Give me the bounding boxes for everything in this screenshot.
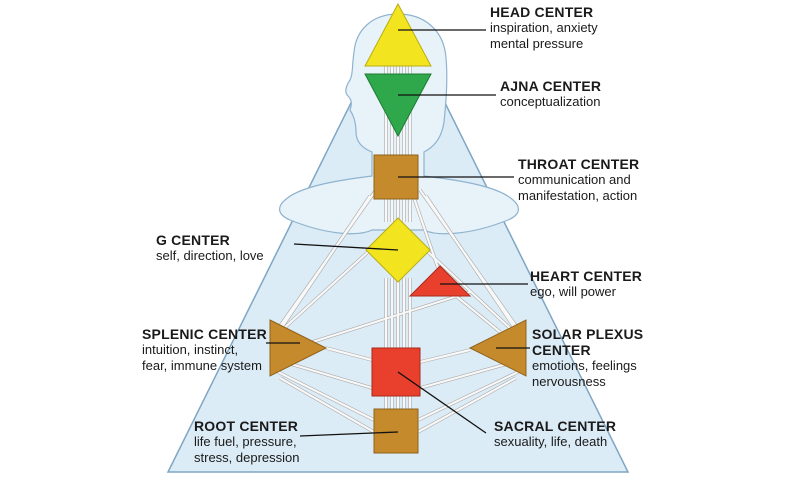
g-center-desc-line: self, direction, love bbox=[156, 248, 264, 263]
ajna-center-label: AJNA CENTER conceptualization bbox=[500, 78, 601, 110]
splenic-center-label: SPLENIC CENTER intuition, instinct, fear… bbox=[142, 326, 267, 374]
g-center-label: G CENTER self, direction, love bbox=[156, 232, 264, 264]
heart-center-desc: ego, will power bbox=[530, 284, 642, 300]
g-leader-line bbox=[293, 243, 399, 251]
throat-center-desc-line: manifestation, action bbox=[518, 188, 638, 203]
g-center-desc: self, direction, love bbox=[156, 248, 264, 264]
ajna-center-desc: conceptualization bbox=[500, 94, 601, 110]
sacral-leader-line bbox=[397, 371, 487, 434]
solar-plexus-center-title: SOLAR PLEXUS bbox=[532, 326, 644, 342]
channel-line bbox=[325, 346, 373, 362]
channel-line bbox=[417, 377, 517, 433]
heart-center-desc-line: ego, will power bbox=[530, 284, 616, 299]
sacral-center-title: SACRAL CENTER bbox=[494, 418, 617, 434]
channel-line bbox=[299, 290, 471, 348]
splenic-center-desc: intuition, instinct, fear, immune system bbox=[142, 342, 267, 374]
channel-line bbox=[277, 371, 375, 421]
heart-center-shape bbox=[408, 265, 472, 297]
solar-plexus-center-desc-line: nervousness bbox=[532, 374, 606, 389]
ajna-center-shape bbox=[364, 73, 432, 138]
channel-line bbox=[279, 377, 375, 433]
throat-center-desc-line: communication and bbox=[518, 172, 631, 187]
head-center-desc-line: inspiration, anxiety bbox=[490, 20, 598, 35]
channel-line bbox=[281, 251, 369, 331]
sacral-center-shape bbox=[371, 347, 421, 397]
solar-plexus-center-title-line2: CENTER bbox=[532, 342, 591, 358]
leader-lines bbox=[266, 29, 530, 437]
root-center-shape bbox=[373, 408, 419, 454]
root-leader-line bbox=[299, 431, 399, 437]
root-center-desc-line: life fuel, pressure, bbox=[194, 434, 297, 449]
channel-line bbox=[275, 195, 371, 337]
head-center-label: HEAD CENTER inspiration, anxiety mental … bbox=[490, 4, 598, 52]
channel-line bbox=[283, 360, 373, 390]
root-center-desc: life fuel, pressure, stress, depression bbox=[194, 434, 300, 466]
channel-line bbox=[455, 295, 501, 333]
channel-line bbox=[425, 195, 521, 337]
ajna-center-title: AJNA CENTER bbox=[500, 78, 602, 94]
channel-line bbox=[419, 348, 471, 364]
heart-center-label: HEART CENTER ego, will power bbox=[530, 268, 642, 300]
root-center-title: ROOT CENTER bbox=[194, 418, 299, 434]
sacral-center-label: SACRAL CENTER sexuality, life, death bbox=[494, 418, 616, 450]
sacral-center-desc-line: sexuality, life, death bbox=[494, 434, 608, 449]
head-center-desc-line: mental pressure bbox=[490, 36, 584, 51]
root-center-label: ROOT CENTER life fuel, pressure, stress,… bbox=[194, 418, 300, 466]
channel-line bbox=[417, 371, 519, 421]
channel-line bbox=[419, 360, 515, 390]
g-center-title: G CENTER bbox=[156, 232, 230, 248]
head-center-shape bbox=[364, 2, 432, 67]
splenic-center-desc-line: fear, immune system bbox=[142, 358, 262, 373]
throat-center-title: THROAT CENTER bbox=[518, 156, 640, 172]
solar-plexus-center-label: SOLAR PLEXUS CENTER emotions, feelings n… bbox=[532, 326, 643, 390]
root-center-desc-line: stress, depression bbox=[194, 450, 300, 465]
solar-plexus-center-desc-line: emotions, feelings bbox=[532, 358, 637, 373]
throat-center-desc: communication and manifestation, action bbox=[518, 172, 639, 204]
throat-center-label: THROAT CENTER communication and manifest… bbox=[518, 156, 639, 204]
channel-line bbox=[427, 251, 513, 331]
head-center-desc: inspiration, anxiety mental pressure bbox=[490, 20, 598, 52]
sacral-center-desc: sexuality, life, death bbox=[494, 434, 616, 450]
head-center-title: HEAD CENTER bbox=[490, 4, 594, 20]
splenic-center-title: SPLENIC CENTER bbox=[142, 326, 267, 342]
solar-plexus-center-desc: emotions, feelings nervousness bbox=[532, 358, 643, 390]
heart-center-title: HEART CENTER bbox=[530, 268, 643, 284]
ajna-center-desc-line: conceptualization bbox=[500, 94, 601, 109]
splenic-center-shape bbox=[269, 319, 328, 377]
splenic-center-desc-line: intuition, instinct, bbox=[142, 342, 239, 357]
